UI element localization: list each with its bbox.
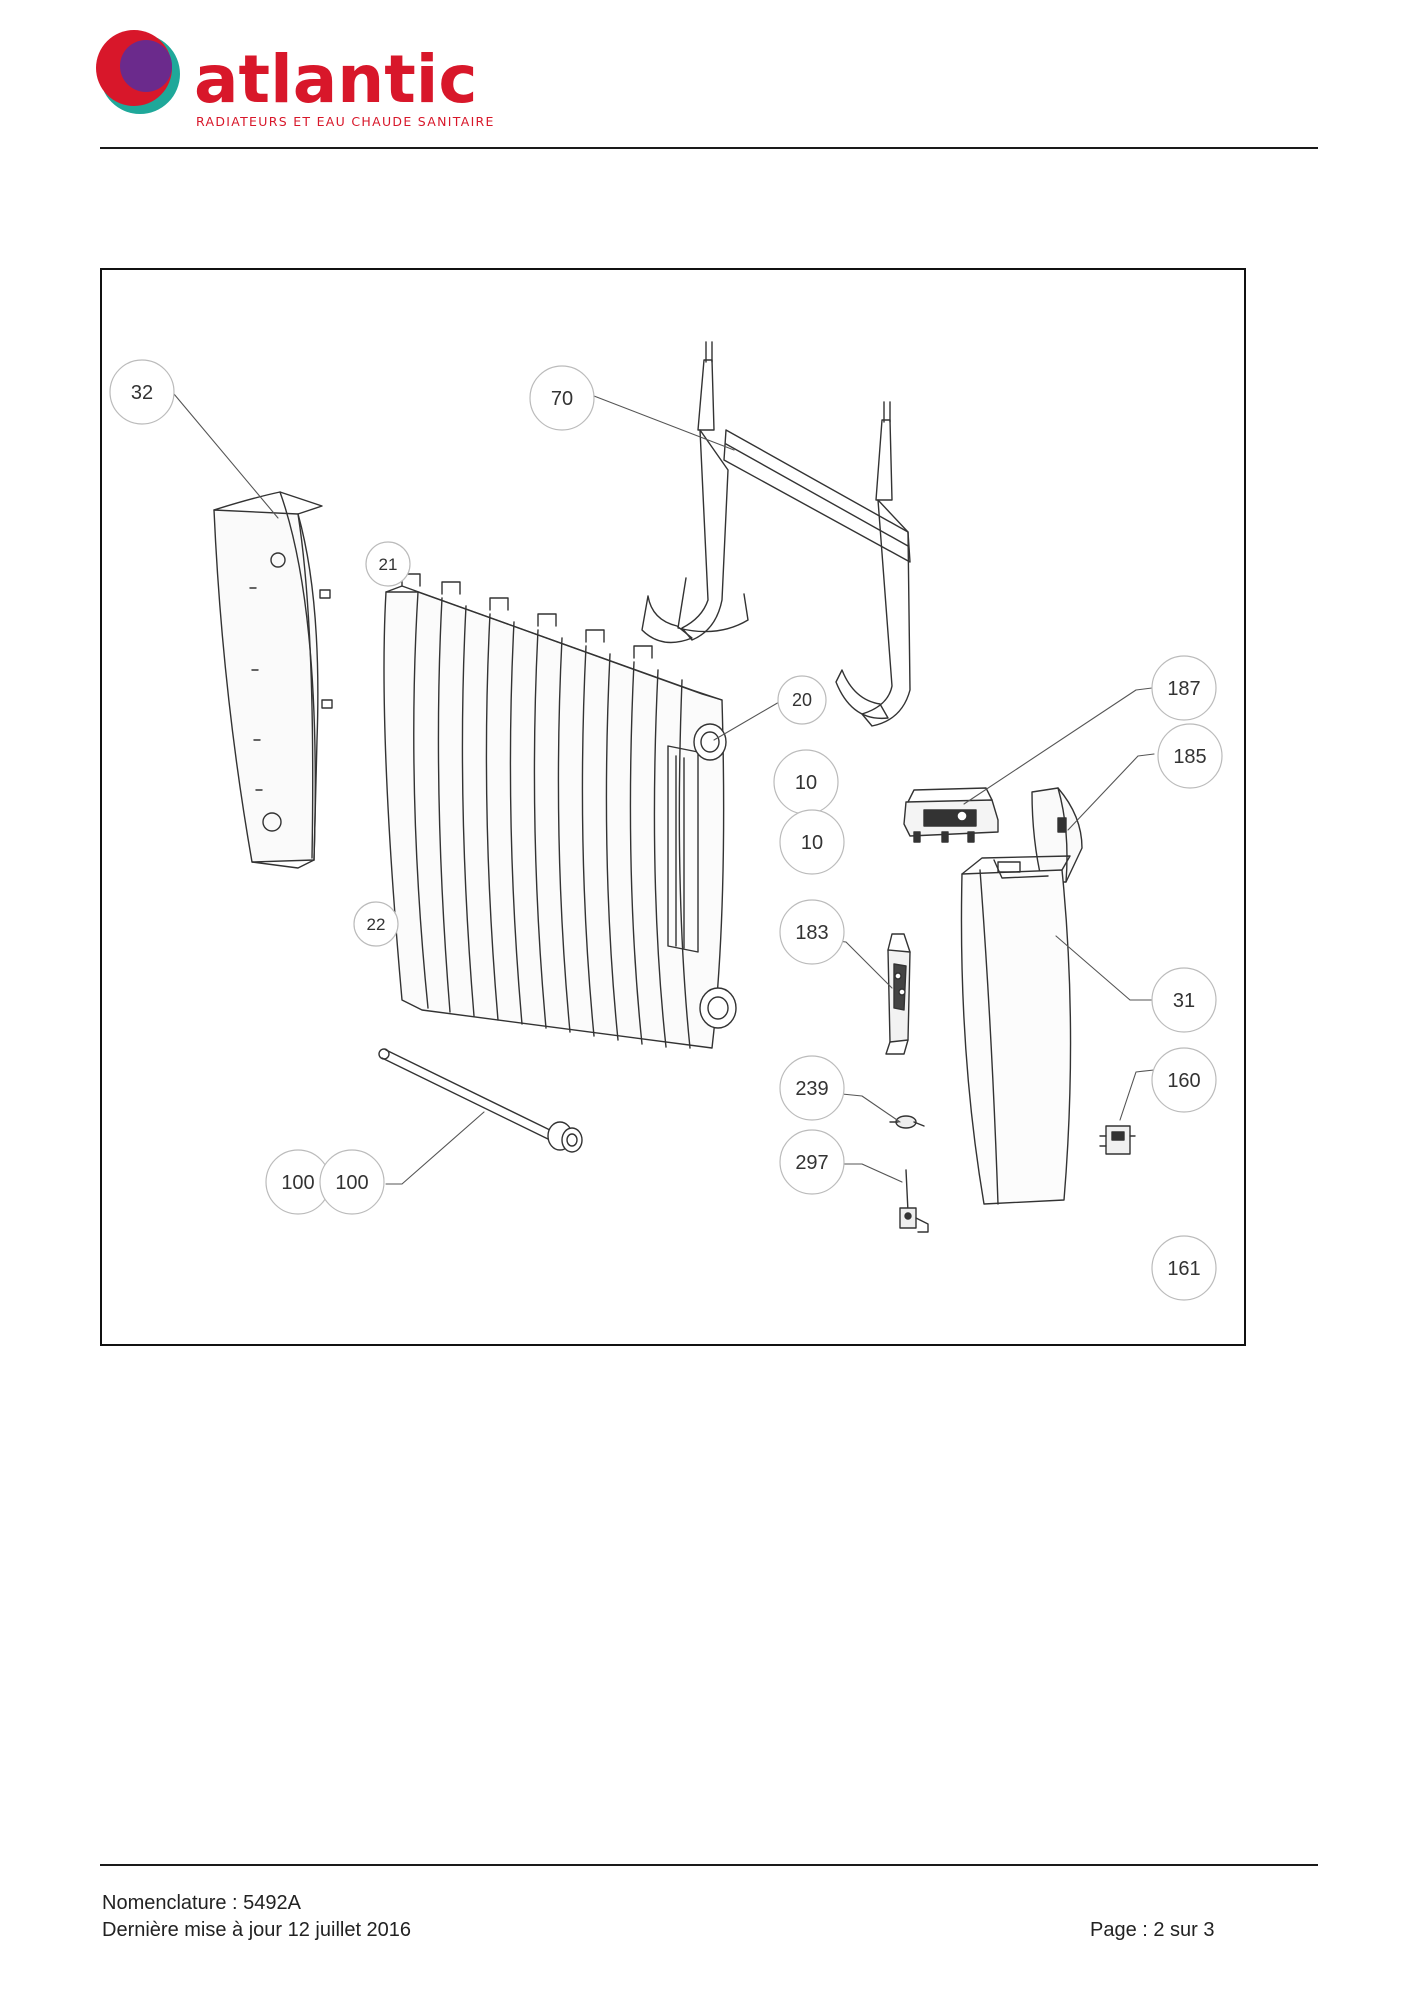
part-radiator-body: [383, 573, 737, 1049]
callout-label: 70: [551, 388, 573, 410]
brand-tagline: RADIATEURS ET EAU CHAUDE SANITAIRE: [196, 114, 495, 129]
callout-100-b: 100: [319, 1149, 385, 1215]
callout-label: 22: [367, 915, 386, 934]
callout-10-a: 10: [773, 749, 839, 815]
callout-label: 10: [801, 832, 823, 854]
callout-label: 10: [795, 772, 817, 794]
part-electronic-card: [885, 933, 911, 1055]
callout-100-a: 100: [265, 1149, 331, 1215]
callout-183: 183: [779, 899, 845, 965]
callout-10-b: 10: [779, 809, 845, 875]
brand-name: atlantic: [194, 41, 478, 118]
part-wall-bracket: [641, 341, 911, 727]
callout-297: 297: [779, 1129, 845, 1195]
part-heating-element: [378, 1048, 583, 1153]
logo-circle-purple: [120, 40, 172, 92]
callout-187: 187: [1151, 655, 1217, 721]
callout-label: 100: [281, 1172, 314, 1194]
part-sensor: [889, 1115, 925, 1129]
callout-layer: 32 70 21 20 10 10 22 183 187 185 31 160 …: [109, 359, 1223, 1301]
callout-label: 185: [1173, 746, 1206, 768]
exploded-parts-diagram: 32 70 21 20 10 10 22 183 187 185 31 160 …: [100, 268, 1246, 1346]
part-top-lid: [1031, 787, 1083, 883]
callout-160: 160: [1151, 1047, 1217, 1113]
callout-label: 160: [1167, 1070, 1200, 1092]
callout-label: 297: [795, 1152, 828, 1174]
footer-divider: [100, 1864, 1318, 1866]
footer-last-update: Dernière mise à jour 12 juillet 2016: [102, 1919, 412, 1941]
diagram-drawing: 32 70 21 20 10 10 22 183 187 185 31 160 …: [109, 341, 1223, 1301]
callout-label: 32: [131, 382, 153, 404]
part-right-side-cover: [960, 855, 1072, 1205]
callout-label: 20: [792, 690, 812, 710]
atlantic-logo: atlantic RADIATEURS ET EAU CHAUDE SANITA…: [96, 30, 495, 129]
callout-label: 161: [1167, 1258, 1200, 1280]
callout-161: 161: [1151, 1235, 1217, 1301]
part-left-side-cover: [213, 491, 333, 869]
callout-20: 20: [777, 675, 827, 725]
part-control-unit: [903, 787, 999, 843]
callout-label: 183: [795, 922, 828, 944]
callout-label: 31: [1173, 990, 1195, 1012]
callout-70: 70: [529, 365, 595, 431]
callout-label: 239: [795, 1078, 828, 1100]
callout-22: 22: [353, 901, 399, 947]
footer-page-number: Page : 2 sur 3: [1090, 1919, 1215, 1941]
callout-label: 21: [379, 555, 398, 574]
callout-31: 31: [1151, 967, 1217, 1033]
callout-21: 21: [365, 541, 411, 587]
page-header: atlantic RADIATEURS ET EAU CHAUDE SANITA…: [0, 0, 1410, 160]
part-switch: [1099, 1125, 1136, 1155]
callout-label: 187: [1167, 678, 1200, 700]
callout-239: 239: [779, 1055, 845, 1121]
footer-nomenclature: Nomenclature : 5492A: [102, 1892, 302, 1914]
callout-32: 32: [109, 359, 175, 425]
callout-label: 100: [335, 1172, 368, 1194]
header-divider: [100, 147, 1318, 149]
callout-185: 185: [1157, 723, 1223, 789]
part-probe: [899, 1169, 929, 1233]
